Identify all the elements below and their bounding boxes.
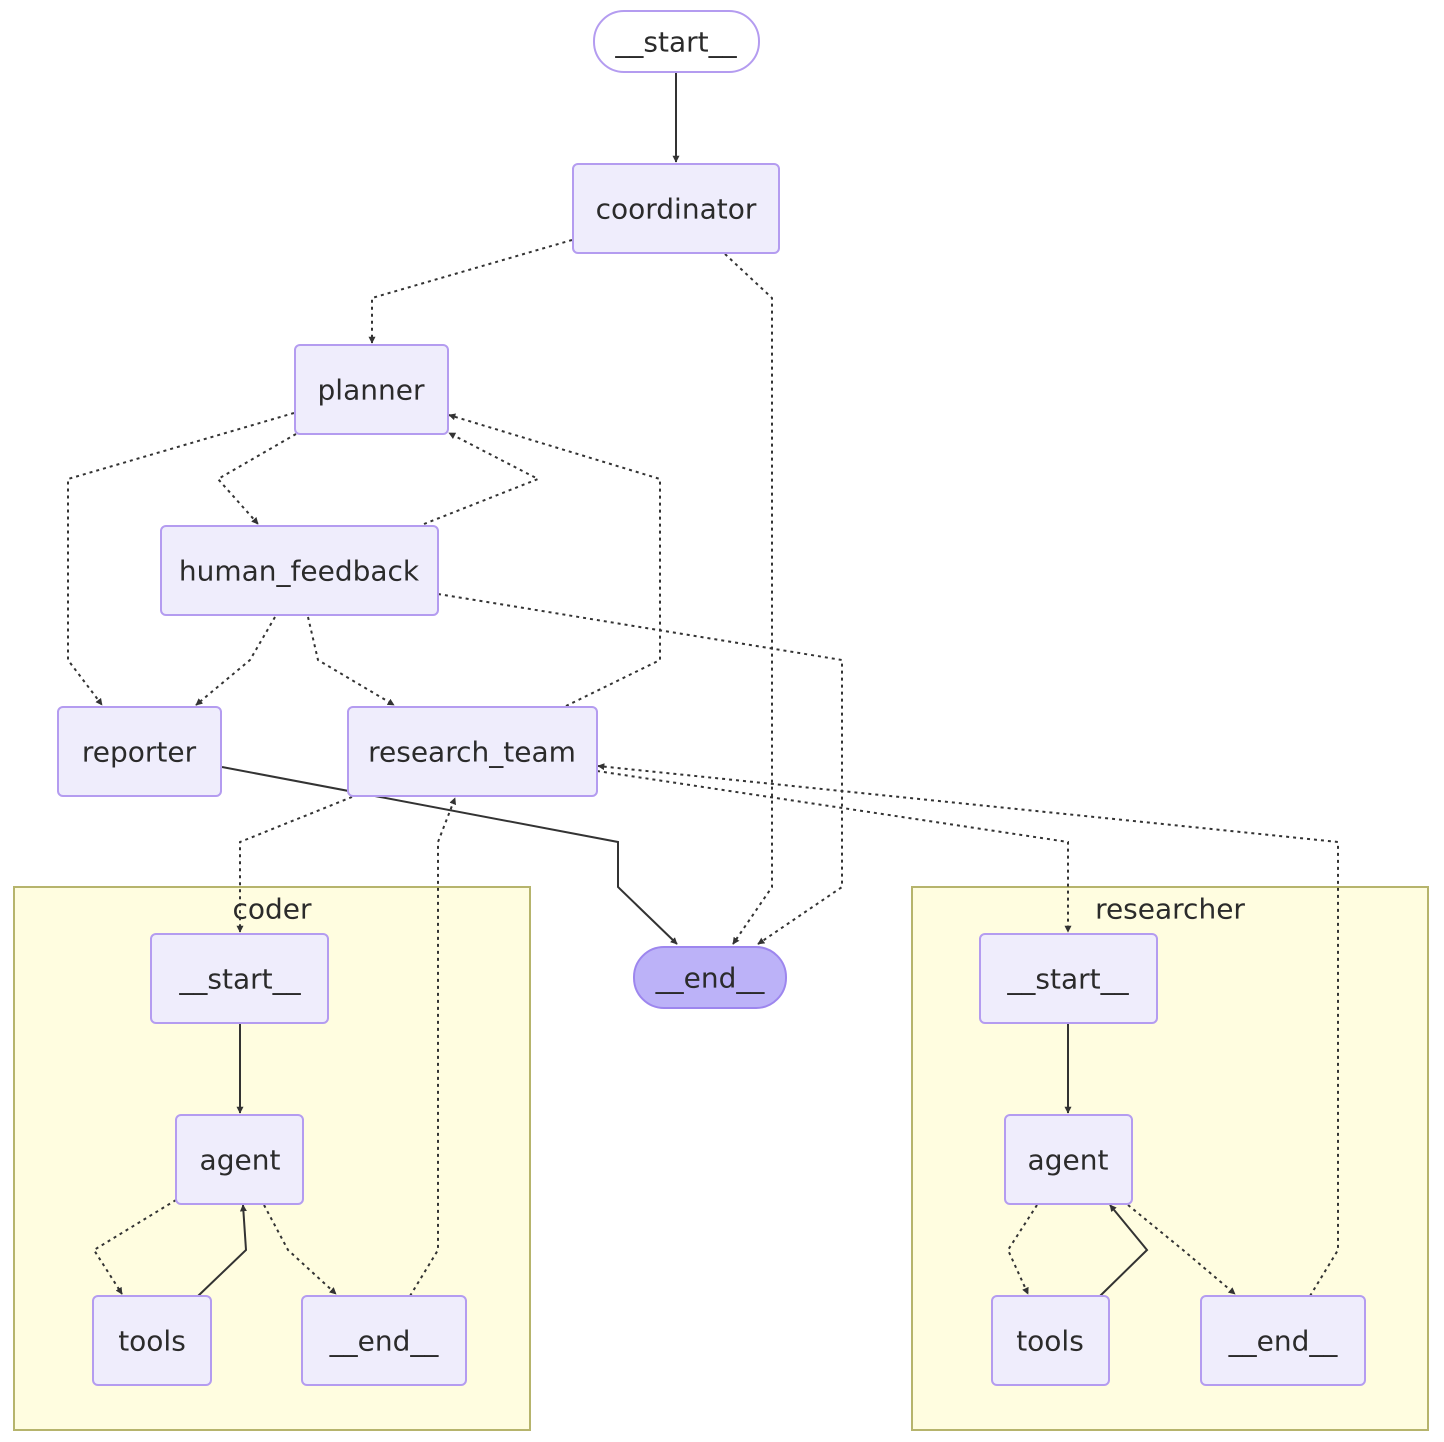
node-planner: planner (294, 344, 449, 435)
node-researcher-end: __end__ (1200, 1295, 1366, 1386)
node-coder-agent: agent (175, 1114, 304, 1205)
node-coder-tools: tools (92, 1295, 212, 1386)
node-human-feedback: human_feedback (160, 525, 439, 616)
node-researcher-agent: agent (1004, 1114, 1133, 1205)
cluster-coder-label: coder (232, 893, 312, 926)
edge-coordinator-planner (368, 239, 573, 344)
edge-research-team-planner (448, 413, 661, 707)
edge-research-team-researcher (596, 770, 1072, 933)
edge-reporter-end (221, 766, 678, 945)
node-coder-agent-label: agent (200, 1144, 281, 1177)
node-researcher-tools: tools (991, 1295, 1110, 1386)
node-end-label: __end__ (655, 962, 766, 995)
node-researcher-agent-label: agent (1028, 1144, 1109, 1177)
node-end: __end__ (633, 946, 787, 1009)
edge-researcher-tools-agent (1099, 1204, 1149, 1297)
edge-human-feedback-research-team (307, 616, 395, 706)
node-researcher-start-label: __start__ (1006, 963, 1129, 996)
edge-coder-agent-end (263, 1204, 337, 1295)
node-start: __start__ (593, 10, 760, 73)
node-coder-tools-label: tools (118, 1325, 186, 1358)
edge-researcher-agent-tools (1006, 1204, 1038, 1295)
node-reporter-label: reporter (82, 736, 197, 769)
edge-human-feedback-end (437, 593, 843, 945)
edges (67, 72, 1339, 1297)
node-coder-start: __start__ (150, 933, 329, 1024)
edge-researcher-agent-end (1127, 1204, 1236, 1295)
edge-research-team-coder (236, 796, 353, 933)
node-coder-end: __end__ (301, 1295, 467, 1386)
edge-human-feedback-planner (423, 432, 541, 525)
edge-coder-tools-agent (197, 1204, 248, 1297)
node-reporter: reporter (57, 706, 222, 797)
node-researcher-start: __start__ (979, 933, 1158, 1024)
node-researcher-tools-label: tools (1016, 1325, 1084, 1358)
node-research-team-label: research_team (368, 736, 576, 769)
node-coordinator-label: coordinator (596, 193, 757, 226)
node-start-label: __start__ (614, 26, 737, 59)
node-research-team: research_team (347, 706, 598, 797)
node-planner-label: planner (318, 374, 425, 407)
node-coordinator: coordinator (572, 163, 780, 254)
node-researcher-end-label: __end__ (1228, 1325, 1339, 1358)
edge-coordinator-end (724, 253, 773, 945)
node-coder-end-label: __end__ (329, 1325, 440, 1358)
cluster-researcher-label: researcher (1095, 893, 1245, 926)
node-human-feedback-label: human_feedback (179, 555, 420, 588)
edge-coder-end-research-team (409, 797, 456, 1297)
edge-planner-human-feedback (216, 433, 297, 525)
edge-researcher-end-research-team (597, 763, 1339, 1297)
node-coder-start-label: __start__ (178, 963, 301, 996)
edge-human-feedback-reporter (195, 616, 276, 706)
